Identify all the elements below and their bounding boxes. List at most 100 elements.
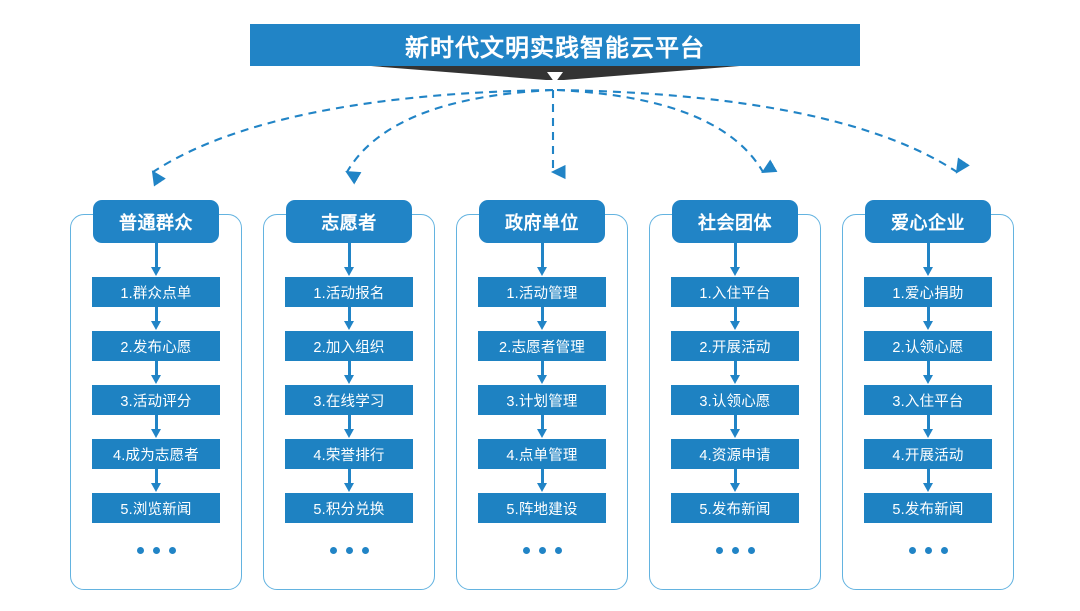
platform-title-banner: 新时代文明实践智能云平台 <box>250 24 860 90</box>
list-item[interactable]: 3.活动评分 <box>92 385 220 415</box>
item-label: 5.阵地建设 <box>506 501 578 518</box>
column-header-volunteer[interactable]: 志愿者 <box>286 200 412 243</box>
list-item[interactable]: 5.浏览新闻 <box>92 493 220 523</box>
arrow-down-icon <box>922 469 934 493</box>
item-label: 4.开展活动 <box>892 447 964 464</box>
item-label: 2.志愿者管理 <box>499 339 585 356</box>
list-item[interactable]: 1.活动管理 <box>478 277 606 307</box>
more-items-ellipsis <box>864 539 992 561</box>
item-label: 5.发布新闻 <box>699 501 771 518</box>
item-label: 2.认领心愿 <box>892 339 964 356</box>
arrow-down-icon <box>150 243 162 277</box>
item-label: 4.成为志愿者 <box>113 447 199 464</box>
column-body: 1.群众点单 2.发布心愿 3.活动评分 4.成为志愿者 5.浏览新闻 <box>64 243 248 590</box>
column-title: 社会团体 <box>698 212 772 233</box>
arrow-down-icon <box>729 415 741 439</box>
list-item[interactable]: 1.活动报名 <box>285 277 413 307</box>
column-header-ordinary-public[interactable]: 普通群众 <box>93 200 219 243</box>
arrow-down-icon <box>150 415 162 439</box>
arrow-down-icon <box>729 361 741 385</box>
column-body: 1.入住平台 2.开展活动 3.认领心愿 4.资源申请 5.发布新闻 <box>643 243 827 590</box>
more-items-ellipsis <box>671 539 799 561</box>
arrow-down-icon <box>536 243 548 277</box>
arrow-down-icon <box>729 469 741 493</box>
column-title: 普通群众 <box>119 212 193 233</box>
column-ordinary-public: 普通群众 1.群众点单 2.发布心愿 3.活动评分 4.成为志愿者 5.浏览新闻 <box>64 200 248 590</box>
item-label: 5.发布新闻 <box>892 501 964 518</box>
column-header-social-group[interactable]: 社会团体 <box>672 200 798 243</box>
item-label: 3.在线学习 <box>313 393 385 410</box>
arrow-down-icon <box>343 469 355 493</box>
list-item[interactable]: 4.点单管理 <box>478 439 606 469</box>
more-items-ellipsis <box>92 539 220 561</box>
list-item[interactable]: 1.群众点单 <box>92 277 220 307</box>
list-item[interactable]: 1.爱心捐助 <box>864 277 992 307</box>
arrow-down-icon <box>150 307 162 331</box>
item-label: 3.计划管理 <box>506 393 578 410</box>
arrow-down-icon <box>922 307 934 331</box>
column-social-group: 社会团体 1.入住平台 2.开展活动 3.认领心愿 4.资源申请 5.发布新闻 <box>643 200 827 590</box>
list-item[interactable]: 4.资源申请 <box>671 439 799 469</box>
list-item[interactable]: 2.认领心愿 <box>864 331 992 361</box>
more-items-ellipsis <box>478 539 606 561</box>
item-label: 1.爱心捐助 <box>892 285 964 302</box>
page-title: 新时代文明实践智能云平台 <box>405 34 705 62</box>
platform-title-bar: 新时代文明实践智能云平台 <box>250 24 860 66</box>
list-item[interactable]: 2.开展活动 <box>671 331 799 361</box>
item-label: 2.开展活动 <box>699 339 771 356</box>
arrow-down-icon <box>536 361 548 385</box>
list-item[interactable]: 5.积分兑换 <box>285 493 413 523</box>
column-title: 政府单位 <box>505 212 579 233</box>
arrow-down-icon <box>343 307 355 331</box>
item-label: 3.认领心愿 <box>699 393 771 410</box>
arrow-down-icon <box>729 243 741 277</box>
arrow-down-icon <box>343 361 355 385</box>
list-item[interactable]: 4.荣誉排行 <box>285 439 413 469</box>
list-item[interactable]: 1.入住平台 <box>671 277 799 307</box>
list-item[interactable]: 3.认领心愿 <box>671 385 799 415</box>
arrow-down-icon <box>343 243 355 277</box>
item-label: 4.荣誉排行 <box>313 447 385 464</box>
list-item[interactable]: 4.开展活动 <box>864 439 992 469</box>
column-header-caring-enterprise[interactable]: 爱心企业 <box>865 200 991 243</box>
arrow-down-icon <box>922 415 934 439</box>
item-label: 5.浏览新闻 <box>120 501 192 518</box>
list-item[interactable]: 4.成为志愿者 <box>92 439 220 469</box>
list-item[interactable]: 5.发布新闻 <box>671 493 799 523</box>
column-title: 志愿者 <box>321 212 377 233</box>
arrow-down-icon <box>150 469 162 493</box>
item-label: 4.点单管理 <box>506 447 578 464</box>
list-item[interactable]: 5.发布新闻 <box>864 493 992 523</box>
column-title: 爱心企业 <box>891 212 965 233</box>
column-body: 1.爱心捐助 2.认领心愿 3.入住平台 4.开展活动 5.发布新闻 <box>836 243 1020 590</box>
item-label: 1.活动管理 <box>506 285 578 302</box>
item-label: 3.活动评分 <box>120 393 192 410</box>
column-body: 1.活动管理 2.志愿者管理 3.计划管理 4.点单管理 5.阵地建设 <box>450 243 634 590</box>
arrow-down-icon <box>536 469 548 493</box>
item-label: 1.入住平台 <box>699 285 771 302</box>
column-government-unit: 政府单位 1.活动管理 2.志愿者管理 3.计划管理 4.点单管理 5.阵地建设 <box>450 200 634 590</box>
list-item[interactable]: 2.发布心愿 <box>92 331 220 361</box>
list-item[interactable]: 3.在线学习 <box>285 385 413 415</box>
item-label: 2.加入组织 <box>313 339 385 356</box>
arrow-down-icon <box>536 415 548 439</box>
list-item[interactable]: 2.志愿者管理 <box>478 331 606 361</box>
list-item[interactable]: 3.入住平台 <box>864 385 992 415</box>
column-volunteer: 志愿者 1.活动报名 2.加入组织 3.在线学习 4.荣誉排行 5.积分兑换 <box>257 200 441 590</box>
list-item[interactable]: 3.计划管理 <box>478 385 606 415</box>
item-label: 3.入住平台 <box>892 393 964 410</box>
arrow-down-icon <box>150 361 162 385</box>
arrow-down-icon <box>536 307 548 331</box>
more-items-ellipsis <box>285 539 413 561</box>
item-label: 1.活动报名 <box>313 285 385 302</box>
list-item[interactable]: 2.加入组织 <box>285 331 413 361</box>
column-body: 1.活动报名 2.加入组织 3.在线学习 4.荣誉排行 5.积分兑换 <box>257 243 441 590</box>
item-label: 1.群众点单 <box>120 285 192 302</box>
arrow-down-icon <box>343 415 355 439</box>
item-label: 5.积分兑换 <box>313 501 385 518</box>
column-header-government-unit[interactable]: 政府单位 <box>479 200 605 243</box>
list-item[interactable]: 5.阵地建设 <box>478 493 606 523</box>
column-caring-enterprise: 爱心企业 1.爱心捐助 2.认领心愿 3.入住平台 4.开展活动 5.发布新闻 <box>836 200 1020 590</box>
